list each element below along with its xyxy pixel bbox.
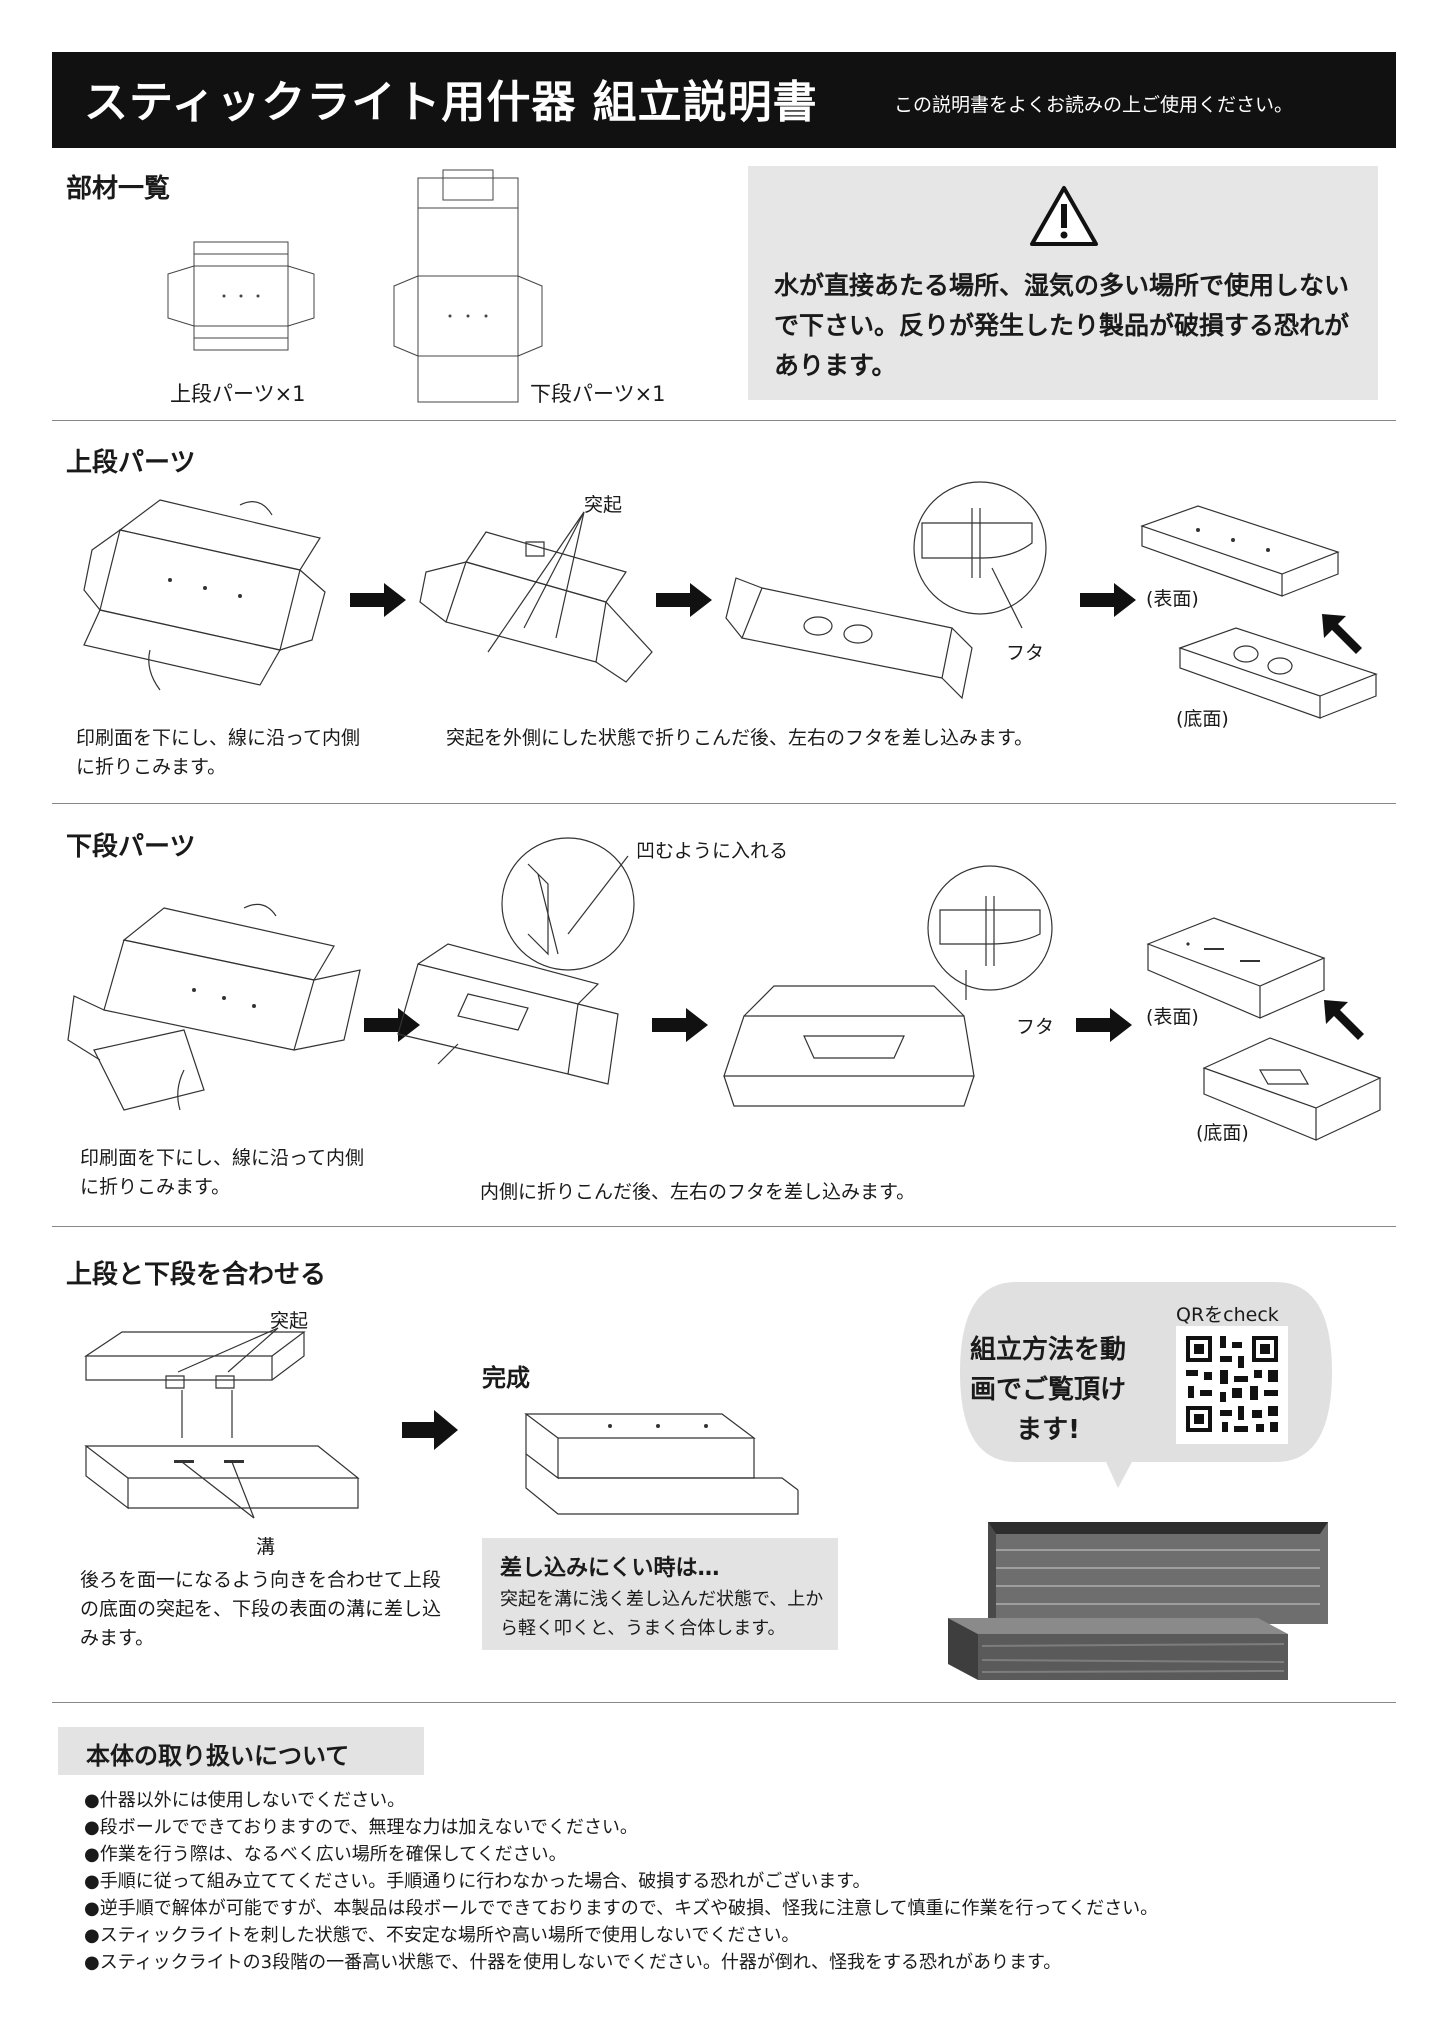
- front-label: (表面): [1146, 1006, 1199, 1028]
- handling-note: ●什器以外には使用しないでください。: [84, 1790, 406, 1811]
- lower-box-front-diagram: [1144, 914, 1328, 1026]
- combine-instructions: 後ろを面一になるよう向きを合わせて上段の底面の突起を、下段の表面の溝に差し込みま…: [80, 1569, 442, 1649]
- flap-label: フタ: [1006, 642, 1045, 664]
- lower-step1-diagram: [64, 900, 364, 1120]
- arrow-right-icon: [1080, 583, 1136, 617]
- arrow-right-icon: [402, 1410, 458, 1450]
- bottom-label: (底面): [1196, 1122, 1249, 1144]
- lower-section-heading: 下段パーツ: [66, 832, 196, 862]
- complete-label: 完成: [482, 1364, 530, 1392]
- handling-note: ●段ボールでできておりますので、無理な力は加えないでください。: [84, 1817, 638, 1838]
- combine-diagram: [82, 1328, 364, 1518]
- combine-section-heading: 上段と下段を合わせる: [66, 1260, 327, 1290]
- product-photo: [948, 1522, 1328, 1680]
- divider: [52, 803, 1396, 804]
- qr-label: QRをcheck: [1176, 1304, 1279, 1326]
- lower-part-label: 下段パーツ×1: [530, 382, 666, 406]
- arrow-right-icon: [364, 1008, 420, 1042]
- upper-box-front-diagram: [1138, 502, 1342, 610]
- arrow-right-icon: [1076, 1008, 1132, 1042]
- bottom-label: (底面): [1176, 708, 1229, 730]
- upper-part-flat-diagram: [160, 238, 322, 354]
- handling-panel: [58, 1727, 424, 1775]
- arrow-right-icon: [350, 583, 406, 617]
- lower-step3-diagram: [714, 866, 1074, 1126]
- page-subtitle: この説明書をよくお読みの上ご使用ください。: [894, 94, 1294, 116]
- upper-box-bottom-diagram: [1176, 624, 1380, 732]
- divider: [52, 1702, 1396, 1703]
- upper-section-heading: 上段パーツ: [66, 448, 196, 478]
- handling-note: ●手順に従って組み立ててください。手順通りに行わなかった場合、破損する恐れがござ…: [84, 1871, 871, 1892]
- header-bar: [52, 52, 1396, 148]
- handling-note: ●逆手順で解体が可能ですが、本製品は段ボールでできておりますので、キズや破損、怪…: [84, 1898, 1159, 1919]
- lower-box-bottom-diagram: [1200, 1032, 1384, 1148]
- handling-heading: 本体の取り扱いについて: [86, 1742, 350, 1770]
- arrow-up-left-icon: [1324, 1000, 1364, 1040]
- completed-stand-diagram: [522, 1410, 802, 1518]
- lower-step1-text: 印刷面を下にし、線に沿って内側に折りこみます。: [80, 1147, 365, 1198]
- lower-step2-text: 内側に折りこんだ後、左右のフタを差し込みます。: [480, 1181, 916, 1203]
- recess-label: 凹むように入れる: [636, 840, 789, 862]
- qr-code-icon[interactable]: [1176, 1326, 1288, 1444]
- lower-part-flat-diagram: [388, 168, 548, 404]
- tip-title: 差し込みにくい時は…: [500, 1556, 720, 1581]
- groove-label: 溝: [256, 1536, 276, 1558]
- upper-step3-diagram: [722, 478, 1082, 708]
- warning-text: 水が直接あたる場所、湿気の多い場所で使用しないで下さい。反りが発生したり製品が破…: [774, 271, 1350, 380]
- tip-text: 突起を溝に浅く差し込んだ状態で、上から軽く叩くと、うまく合体します。: [500, 1589, 824, 1639]
- arrow-right-icon: [652, 1008, 708, 1042]
- video-text: 組立方法を動画でご覧頂けます!: [969, 1335, 1126, 1445]
- handling-note: ●作業を行う際は、なるべく広い場所を確保してください。: [84, 1844, 567, 1865]
- upper-step2-text: 突起を外側にした状態で折りこんだ後、左右のフタを差し込みます。: [446, 727, 1034, 749]
- tip-panel: [482, 1538, 838, 1650]
- protrusion-label: 突起: [584, 494, 623, 516]
- handling-notes: ●什器以外には使用しないでください。 ●段ボールでできておりますので、無理な力は…: [84, 1787, 1158, 1976]
- lower-step2-diagram: [388, 834, 650, 1124]
- divider: [52, 420, 1396, 421]
- upper-step1-text: 印刷面を下にし、線に沿って内側に折りこみます。: [76, 727, 361, 778]
- upper-part-label: 上段パーツ×1: [170, 382, 306, 406]
- handling-note: ●スティックライトの3段階の一番高い状態で、什器を使用しないでください。什器が倒…: [84, 1952, 1062, 1973]
- parts-heading: 部材一覧: [66, 174, 171, 204]
- warning-triangle-icon: [1028, 184, 1100, 248]
- front-label: (表面): [1146, 588, 1199, 610]
- upper-step2-diagram: [416, 512, 656, 692]
- upper-step1-diagram: [80, 500, 330, 690]
- handling-note: ●スティックライトを刺した状態で、不安定な場所や高い場所で使用しないでください。: [84, 1925, 800, 1946]
- arrow-right-icon: [656, 583, 712, 617]
- flap-label: フタ: [1016, 1016, 1055, 1038]
- page-title: スティックライト用什器 組立説明書: [84, 77, 818, 128]
- protrusion-label: 突起: [270, 1310, 309, 1332]
- arrow-up-left-icon: [1322, 614, 1362, 654]
- divider: [52, 1226, 1396, 1227]
